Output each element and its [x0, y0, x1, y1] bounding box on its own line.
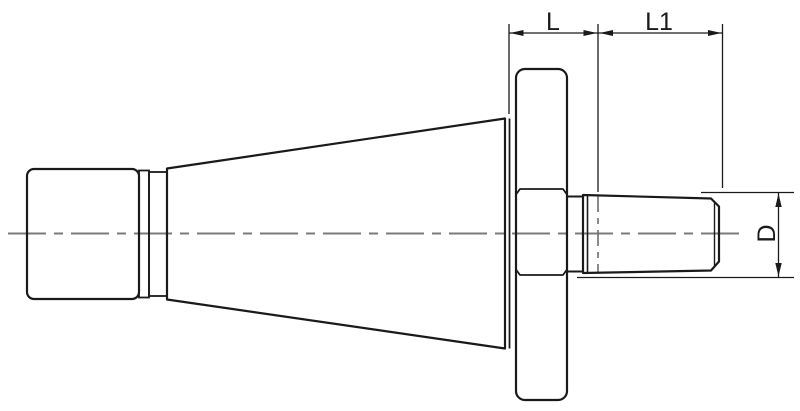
flange-flat-lower-edge: [515, 268, 568, 276]
dim-label-L1: L1: [645, 8, 673, 36]
arrowhead-D-top: [775, 193, 782, 207]
arrowhead-L-left: [510, 30, 524, 36]
flange-flat-upper-edge: [515, 188, 568, 196]
arrowhead-L1-left: [599, 30, 613, 36]
flange: [514, 67, 569, 402]
arbor-stub: [581, 193, 721, 275]
dim-label-L: L: [546, 8, 560, 36]
arrowhead-D-bottom: [775, 263, 782, 277]
arbor-neck: [567, 195, 583, 273]
taper-cone: [165, 117, 507, 350]
dim-label-D: D: [753, 224, 781, 242]
arrowhead-L-right: [583, 30, 597, 36]
arrowhead-L1-right: [708, 30, 722, 36]
